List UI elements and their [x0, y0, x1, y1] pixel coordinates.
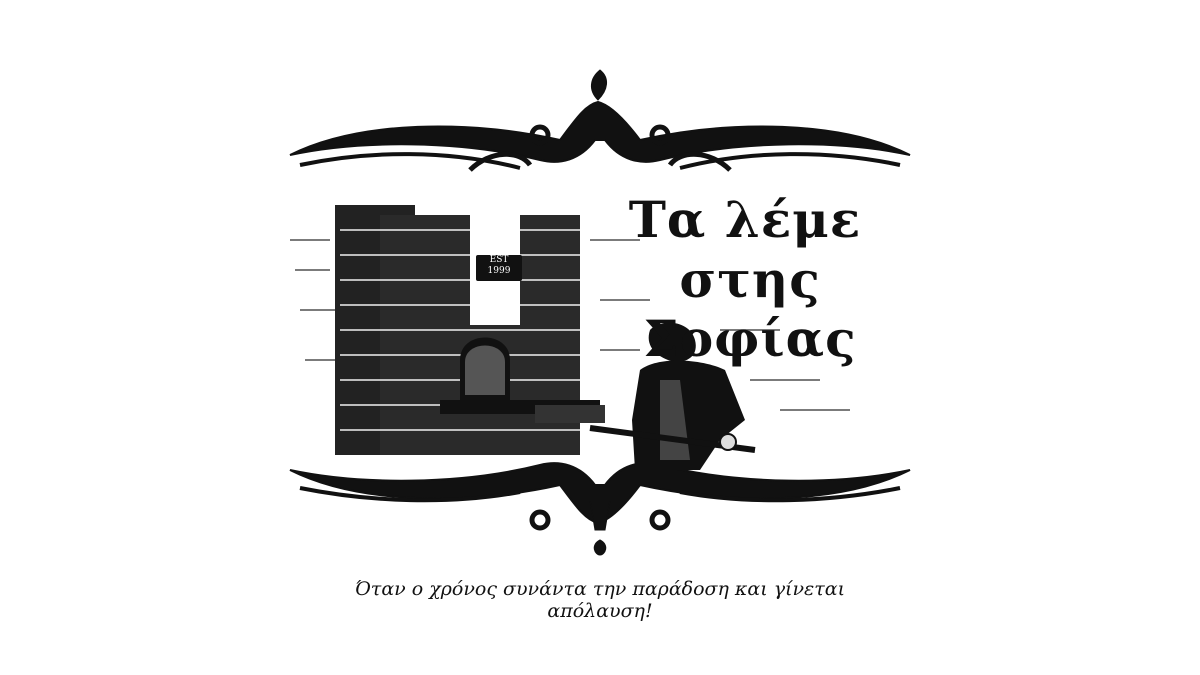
est-label: EST — [489, 255, 509, 265]
woman-figure — [589, 322, 756, 470]
bottom-ornament-icon — [289, 462, 911, 556]
brand-tagline: Όταν ο χρόνος συνάντα την παράδοση και γ… — [354, 578, 846, 622]
brand-title-line2: στης Σοφίας — [643, 250, 857, 368]
top-ornament-icon — [289, 69, 911, 172]
est-year: 1999 — [487, 266, 511, 276]
brand-title-line1: Τα λέμε — [628, 190, 862, 249]
established-badge: EST 1999 — [476, 255, 522, 281]
